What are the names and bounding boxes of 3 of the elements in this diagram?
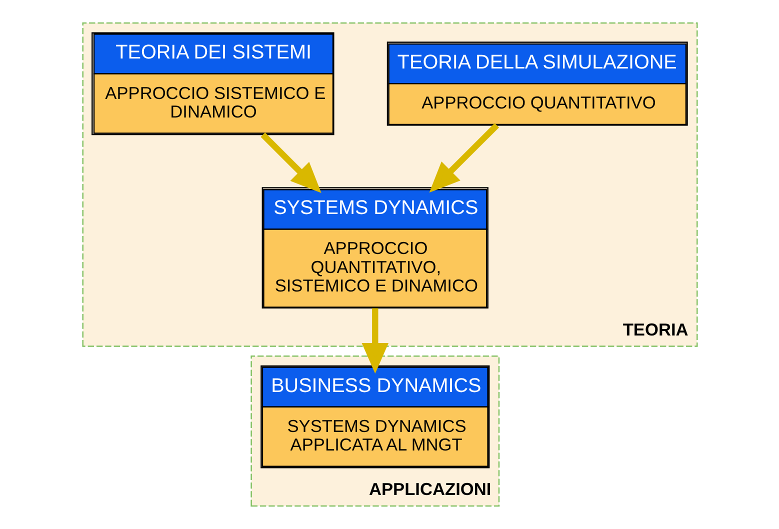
arrow (260, 132, 321, 193)
arrow (361, 308, 388, 374)
arrow (428, 123, 499, 193)
